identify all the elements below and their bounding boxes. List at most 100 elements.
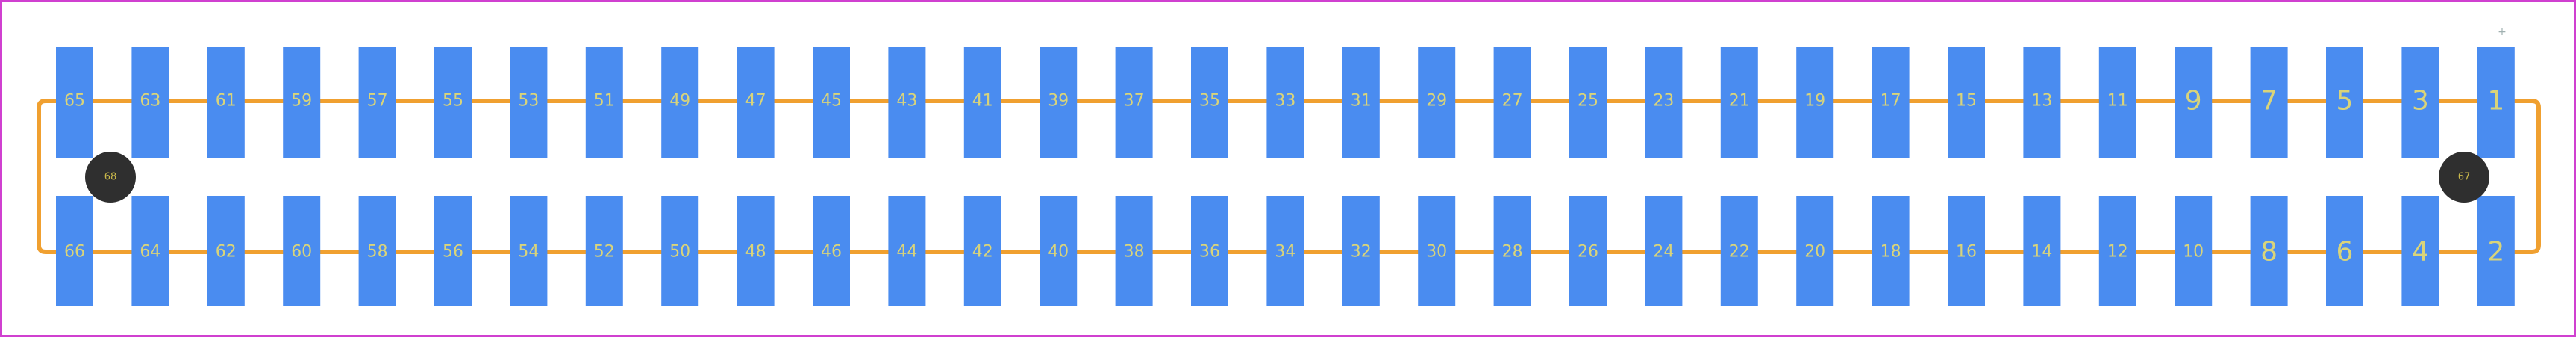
pad-shape xyxy=(1115,196,1153,306)
pad-shape xyxy=(1720,196,1758,306)
pad-number: 20 xyxy=(1804,243,1825,262)
pad-number: 18 xyxy=(1881,243,1901,262)
top-row-pad-19: 19 xyxy=(1796,47,1834,158)
pad-number: 2 xyxy=(2487,237,2504,268)
pad-shape xyxy=(2477,47,2515,158)
pad-number: 11 xyxy=(2107,92,2128,111)
pad-number: 33 xyxy=(1275,92,1295,111)
bottom-row-pad-28: 28 xyxy=(1493,196,1531,306)
bottom-row-pad-8: 8 xyxy=(2250,196,2288,306)
pad-number: 46 xyxy=(821,243,842,262)
top-row-pad-23: 23 xyxy=(1645,47,1683,158)
bottom-row-pad-16: 16 xyxy=(1948,196,1985,306)
pad-number: 7 xyxy=(2260,86,2278,117)
bottom-row-pad-42: 42 xyxy=(963,196,1001,306)
top-row-pad-65: 65 xyxy=(56,47,93,158)
pad-shape xyxy=(2175,196,2213,306)
pad-number: 35 xyxy=(1199,92,1220,111)
pad-number: 25 xyxy=(1578,92,1598,111)
top-row-pad-45: 45 xyxy=(813,47,850,158)
top-row-pad-21: 21 xyxy=(1720,47,1758,158)
mounting-hole-67: 67 xyxy=(2439,152,2489,203)
pad-shape xyxy=(358,196,396,306)
pad-shape xyxy=(1342,47,1380,158)
top-row-pad-27: 27 xyxy=(1493,47,1531,158)
pad-shape xyxy=(207,47,245,158)
pad-number: 8 xyxy=(2260,237,2278,268)
pad-shape xyxy=(1418,196,1456,306)
pad-number: 49 xyxy=(669,92,690,111)
pad-shape xyxy=(2098,47,2136,158)
bottom-row-pad-56: 56 xyxy=(434,196,472,306)
pad-shape xyxy=(963,47,1001,158)
pad-number: 61 xyxy=(216,92,237,111)
bottom-row-pad-6: 6 xyxy=(2326,196,2363,306)
pad-shape xyxy=(1872,196,1910,306)
pad-shape xyxy=(661,47,699,158)
pad-number: 50 xyxy=(669,243,690,262)
top-row-pad-31: 31 xyxy=(1342,47,1380,158)
pad-number: 29 xyxy=(1426,92,1447,111)
pad-number: 13 xyxy=(2031,92,2052,111)
pad-shape xyxy=(737,47,775,158)
top-row-pad-59: 59 xyxy=(283,47,321,158)
pad-shape xyxy=(2250,47,2288,158)
pad-shape xyxy=(888,47,926,158)
pad-shape xyxy=(1191,196,1228,306)
pad-shape xyxy=(434,47,472,158)
pad-number: 4 xyxy=(2412,237,2429,268)
pad-number: 59 xyxy=(291,92,312,111)
pad-number: 28 xyxy=(1502,243,1523,262)
bottom-row-pad-18: 18 xyxy=(1872,196,1910,306)
pad-shape xyxy=(1569,196,1607,306)
pad-number: 26 xyxy=(1578,243,1598,262)
bottom-row-pad-24: 24 xyxy=(1645,196,1683,306)
pad-shape xyxy=(1342,196,1380,306)
pad-number: 12 xyxy=(2107,243,2128,262)
bottom-row-pad-62: 62 xyxy=(207,196,245,306)
pad-shape xyxy=(2098,196,2136,306)
pad-shape xyxy=(737,196,775,306)
pad-number: 53 xyxy=(518,92,539,111)
pad-number: 45 xyxy=(821,92,842,111)
pad-shape xyxy=(813,196,850,306)
pad-shape xyxy=(1493,196,1531,306)
pad-number: 6 xyxy=(2336,237,2354,268)
pad-number: 66 xyxy=(64,243,85,262)
top-row-pad-33: 33 xyxy=(1266,47,1304,158)
pad-number: 52 xyxy=(594,243,615,262)
bottom-row-pad-20: 20 xyxy=(1796,196,1834,306)
top-row-pad-1: 1 xyxy=(2477,47,2515,158)
pad-number: 14 xyxy=(2031,243,2052,262)
top-row-pad-17: 17 xyxy=(1872,47,1910,158)
pad-number: 37 xyxy=(1124,92,1145,111)
bottom-row-pad-64: 64 xyxy=(131,196,169,306)
pad-number: 3 xyxy=(2412,86,2429,117)
top-row-pad-55: 55 xyxy=(434,47,472,158)
top-row-pad-7: 7 xyxy=(2250,47,2288,158)
pad-number: 60 xyxy=(291,243,312,262)
pad-number: 62 xyxy=(216,243,237,262)
pad-number: 64 xyxy=(140,243,160,262)
pad-number: 51 xyxy=(594,92,615,111)
pad-shape xyxy=(585,47,623,158)
pad-shape xyxy=(56,47,93,158)
pad-number: 23 xyxy=(1653,92,1674,111)
pad-shape xyxy=(1266,47,1304,158)
pad-shape xyxy=(813,47,850,158)
pad-number: 63 xyxy=(140,92,160,111)
pad-shape xyxy=(283,47,321,158)
pad-shape xyxy=(2326,196,2363,306)
bottom-row-pad-2: 2 xyxy=(2477,196,2515,306)
top-row-pad-5: 5 xyxy=(2326,47,2363,158)
pad-number: 15 xyxy=(1956,92,1977,111)
bottom-row-pad-36: 36 xyxy=(1191,196,1228,306)
bottom-row-pad-40: 40 xyxy=(1040,196,1078,306)
pad-number: 41 xyxy=(972,92,993,111)
bottom-row-pad-22: 22 xyxy=(1720,196,1758,306)
pad-number: 17 xyxy=(1881,92,1901,111)
pad-number: 22 xyxy=(1729,243,1750,262)
